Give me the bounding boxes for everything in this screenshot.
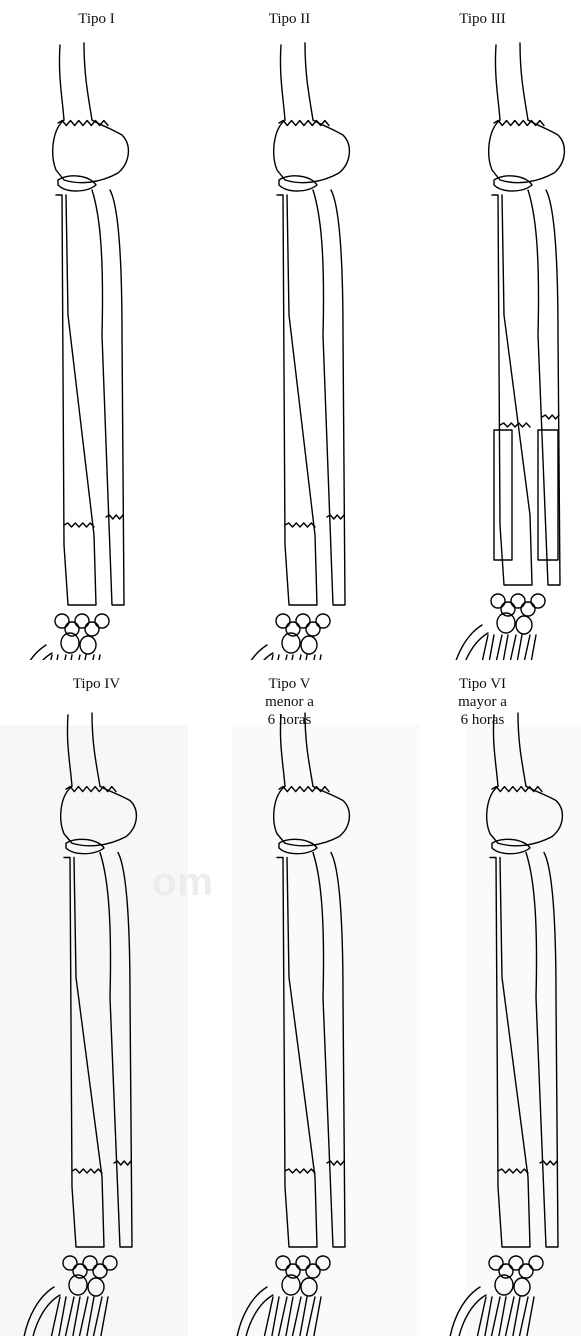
carpal-bone xyxy=(514,1278,530,1296)
radius-bone xyxy=(277,858,317,1248)
panel-tipo-i: Tipo I xyxy=(0,0,193,660)
carpal-bone xyxy=(83,1256,97,1270)
humerus-shaft-lateral xyxy=(92,713,100,786)
panel-tipo-ii: Tipo II xyxy=(193,0,386,660)
carpal-bone xyxy=(55,614,69,628)
distal-humerus xyxy=(487,786,563,846)
radial-head xyxy=(492,839,530,853)
humerus-shaft-medial xyxy=(495,45,500,120)
thumb-bone xyxy=(237,645,273,660)
humerus-shaft-medial xyxy=(59,45,64,120)
carpal-bone xyxy=(509,1256,523,1270)
panel-tipo-iii: Tipo III xyxy=(386,0,579,660)
carpal-bone xyxy=(296,614,310,628)
carpal-bone xyxy=(516,616,532,634)
forearm-diagram-tipo-vi xyxy=(386,660,581,1336)
carpal-bone xyxy=(75,614,89,628)
carpal-bone xyxy=(306,622,320,636)
carpal-bone xyxy=(296,1256,310,1270)
radius-bone xyxy=(490,858,530,1248)
metacarpal-bone xyxy=(476,635,494,660)
carpal-bone xyxy=(276,614,290,628)
humerus-shaft-lateral xyxy=(520,43,528,120)
distal-humerus xyxy=(489,120,565,183)
fracture-line-radius xyxy=(285,1169,315,1173)
distal-humerus xyxy=(53,120,129,183)
carpal-bone xyxy=(306,1264,320,1278)
fracture-line-supracondylar xyxy=(279,787,329,792)
carpal-bone xyxy=(85,622,99,636)
panel-tipo-v: Tipo V menor a 6 horas xyxy=(193,660,386,1336)
forearm-diagram-tipo-ii xyxy=(193,0,386,660)
carpal-bone xyxy=(103,1256,117,1270)
fracture-line-ulna xyxy=(542,415,559,419)
radial-head xyxy=(279,839,317,853)
panel-tipo-vi: Tipo VI mayor a 6 horas xyxy=(386,660,579,1336)
carpal-bone xyxy=(519,1264,533,1278)
carpal-bone xyxy=(276,1256,290,1270)
thumb-bone xyxy=(24,1287,60,1336)
carpal-bone xyxy=(491,594,505,608)
distal-humerus xyxy=(61,786,137,846)
fracture-line-supracondylar xyxy=(66,787,116,792)
radial-head xyxy=(58,176,96,191)
radius-bone xyxy=(56,195,96,605)
fracture-line-supracondylar xyxy=(279,121,329,126)
fracture-line-radius xyxy=(500,423,530,427)
carpal-bone xyxy=(80,636,96,654)
distal-humerus xyxy=(274,786,350,846)
ulna-bone xyxy=(100,853,132,1248)
radial-head xyxy=(494,176,532,191)
fracture-line-radius xyxy=(498,1169,528,1173)
carpal-bone xyxy=(63,1256,77,1270)
radius-fragment xyxy=(494,430,512,560)
radius-bone xyxy=(64,858,104,1248)
ulna-bone xyxy=(92,190,124,605)
fracture-line-radius xyxy=(72,1169,102,1173)
panel-tipo-iv: Tipo IV xyxy=(0,660,193,1336)
radial-head xyxy=(66,839,104,853)
thumb-bone xyxy=(450,1287,486,1336)
humerus-shaft-lateral xyxy=(84,43,92,120)
carpal-bone xyxy=(301,636,317,654)
ulna-fragment xyxy=(538,430,558,560)
distal-humerus xyxy=(274,120,350,183)
carpal-bone xyxy=(521,602,535,616)
fracture-line-supracondylar xyxy=(58,121,108,126)
thumb-bone xyxy=(452,625,488,660)
carpal-bone xyxy=(93,1264,107,1278)
fracture-line-radius xyxy=(285,523,315,527)
fracture-line-radius xyxy=(64,523,94,527)
carpal-bone xyxy=(88,1278,104,1296)
humerus-shaft-lateral xyxy=(305,713,313,786)
humerus-shaft-medial xyxy=(280,45,285,120)
carpal-bone xyxy=(531,594,545,608)
forearm-diagram-tipo-i xyxy=(0,0,193,660)
humerus-shaft-medial xyxy=(67,715,72,786)
carpal-bone xyxy=(489,1256,503,1270)
carpal-bone xyxy=(316,614,330,628)
humerus-shaft-medial xyxy=(493,715,498,786)
carpal-bone xyxy=(95,614,109,628)
carpal-bone xyxy=(301,1278,317,1296)
carpal-bone xyxy=(316,1256,330,1270)
forearm-diagram-tipo-iii xyxy=(386,0,581,660)
carpal-bone xyxy=(529,1256,543,1270)
ulna-bone xyxy=(313,190,345,605)
forearm-diagram-tipo-iv xyxy=(0,660,193,1336)
carpal-bone xyxy=(511,594,525,608)
humerus-shaft-lateral xyxy=(518,713,526,786)
ulna-bone xyxy=(526,853,558,1248)
humerus-shaft-lateral xyxy=(305,43,313,120)
fracture-line-supracondylar xyxy=(492,787,542,792)
fracture-line-supracondylar xyxy=(494,121,544,126)
thumb-bone xyxy=(237,1287,273,1336)
radial-head xyxy=(279,176,317,191)
ulna-bone xyxy=(313,853,345,1248)
radius-bone xyxy=(277,195,317,605)
ulna-bone xyxy=(528,190,560,585)
forearm-diagram-tipo-v xyxy=(193,660,386,1336)
humerus-shaft-medial xyxy=(280,715,285,786)
thumb-bone xyxy=(16,645,52,660)
